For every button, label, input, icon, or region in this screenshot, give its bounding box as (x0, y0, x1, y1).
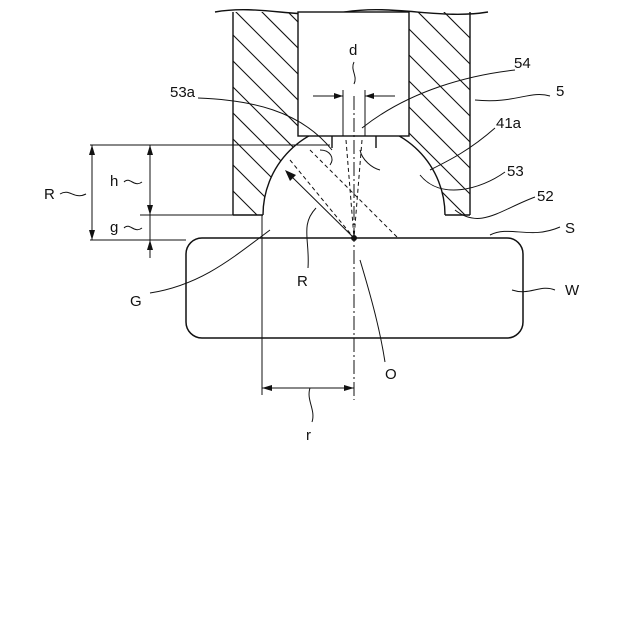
hatch-line (406, 0, 640, 240)
radius-arrow (285, 170, 357, 241)
hatch-line (16, 0, 256, 240)
label-52: 52 (537, 188, 554, 205)
label-41a: 41a (496, 115, 522, 132)
label-g: g (110, 219, 118, 236)
label-d: d (349, 42, 357, 59)
label-r-inner: R (297, 273, 308, 290)
label-g-upper: G (130, 293, 142, 310)
label-r-lower: r (306, 427, 311, 444)
hatch-line (432, 0, 640, 240)
label-53a: 53a (170, 84, 196, 101)
label-53: 53 (507, 163, 524, 180)
hatch-line (0, 0, 152, 240)
hatch-line (68, 0, 308, 240)
hatch-line (0, 0, 100, 240)
hatch-line (0, 0, 204, 240)
label-54: 54 (514, 55, 531, 72)
hatch-line (42, 0, 282, 240)
label-5: 5 (556, 83, 564, 100)
label-o: O (385, 366, 397, 383)
label-s: S (565, 220, 575, 237)
hatch-line (0, 0, 230, 240)
label-r-outer: R (44, 186, 55, 203)
hatch-line (510, 0, 640, 240)
label-h: h (110, 173, 118, 190)
hatch-line (0, 0, 178, 240)
center-point-o (351, 235, 357, 241)
label-w: W (565, 282, 580, 299)
dimension-r (262, 385, 354, 422)
hatch-line (0, 0, 126, 240)
